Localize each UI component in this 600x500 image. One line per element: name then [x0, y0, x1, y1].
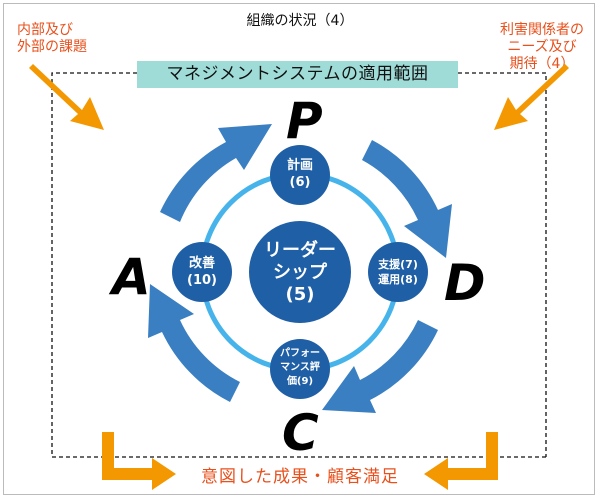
- leadership-line-1: リーダー: [264, 240, 336, 261]
- right-label-line-3: 期待（4）: [509, 56, 575, 72]
- act-line-1: 改善: [188, 256, 215, 271]
- scope-boundary-right: [458, 72, 547, 457]
- node-plan-circle: [270, 145, 330, 205]
- plan-line-1: 計画: [286, 158, 313, 173]
- node-plan-text: 計画 (6): [270, 157, 330, 191]
- check-line-1: パフォー: [280, 348, 320, 359]
- plan-line-2: (6): [289, 175, 311, 190]
- internal-external-issues-label: 内部及び 外部の課題: [17, 22, 87, 56]
- cycle-arrows: [148, 124, 452, 413]
- arrow-check-to-act: [148, 284, 240, 402]
- node-check-circle: [270, 339, 330, 399]
- center-circle: [249, 221, 351, 323]
- node-act-text: 改善 (10): [172, 255, 232, 289]
- arrow-act-to-plan: [160, 124, 272, 222]
- right-label-line-2: ニーズ及び: [507, 39, 577, 55]
- node-act-circle: [172, 242, 232, 302]
- letter-d: D: [444, 254, 486, 312]
- output-arrow-right: [424, 432, 498, 490]
- stakeholder-needs-label: 利害関係者の ニーズ及び 期待（4）: [496, 22, 588, 73]
- node-do-text: 支援(7) 運用(8): [368, 257, 428, 287]
- letter-a: A: [112, 248, 151, 306]
- arrow-plan-to-do: [362, 140, 452, 258]
- do-line-1: 支援(7): [378, 258, 418, 271]
- leadership-line-2: シップ: [273, 262, 327, 283]
- left-label-line-2: 外部の課題: [17, 39, 87, 55]
- arrow-do-to-check: [322, 320, 438, 413]
- management-system-scope-label: マネジメントシステムの適用範囲: [137, 61, 458, 88]
- input-arrow-left: [29, 64, 104, 130]
- node-check-text: パフォー マンス評 価(9): [270, 347, 330, 389]
- output-arrow-left: [102, 432, 176, 490]
- left-label-line-1: 内部及び: [17, 22, 73, 38]
- right-label-line-1: 利害関係者の: [500, 22, 584, 38]
- intended-outcome-label: 意図した成果・顧客満足: [201, 467, 399, 487]
- outer-frame: [3, 3, 595, 495]
- input-arrow-right: [494, 64, 569, 130]
- context-title: 組織の状況（4）: [246, 13, 354, 29]
- check-line-2: マンス評: [280, 362, 320, 373]
- do-line-2: 運用(8): [378, 273, 418, 286]
- act-line-2: (10): [187, 273, 217, 288]
- letter-p: P: [286, 92, 323, 150]
- check-line-3: 価(9): [286, 376, 314, 387]
- leadership-line-3: (5): [285, 284, 315, 305]
- leadership-text: リーダー シップ (5): [249, 240, 351, 306]
- letter-c: C: [282, 404, 319, 462]
- node-do-circle: [368, 242, 428, 302]
- scope-boundary: [51, 72, 137, 457]
